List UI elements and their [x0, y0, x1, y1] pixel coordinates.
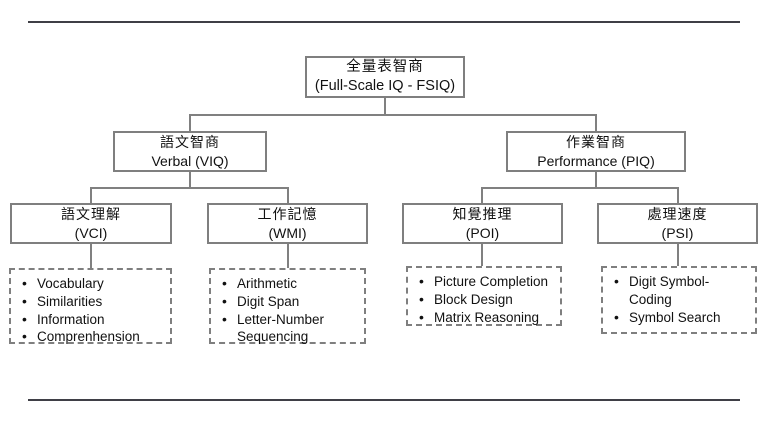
subtest-item: Comprenhension	[17, 327, 166, 346]
subtest-item: Similarities	[17, 292, 166, 311]
subtest-item: Letter-Number Sequencing	[217, 310, 360, 347]
subtest-list-wmi-items: Arithmetic Digit Span Letter-Number Sequ…	[217, 274, 360, 347]
node-performance-iq: 作業智商 Performance (PIQ)	[506, 131, 686, 172]
subtest-list-wmi: Arithmetic Digit Span Letter-Number Sequ…	[209, 268, 366, 344]
connector-wmi-to-list	[287, 244, 289, 268]
node-wmi-title-en: (WMI)	[268, 224, 307, 241]
node-full-scale-iq: 全量表智商 (Full-Scale IQ - FSIQ)	[305, 56, 465, 98]
subtest-item: Picture Completion	[414, 272, 556, 291]
subtest-list-poi: Picture Completion Block Design Matrix R…	[406, 266, 562, 326]
top-divider-line	[28, 21, 740, 23]
node-psi-title-zh: 處理速度	[647, 206, 708, 223]
subtest-list-vci: Vocabulary Similarities Information Comp…	[9, 268, 172, 346]
node-psi-title-en: (PSI)	[661, 224, 694, 241]
connector-drop-poi	[481, 187, 483, 203]
node-verbal-iq-title-zh: 語文智商	[160, 134, 220, 151]
node-poi-title-zh: 知覺推理	[452, 206, 513, 223]
subtest-item: Digit Span	[217, 292, 360, 311]
node-verbal-iq: 語文智商 Verbal (VIQ)	[113, 131, 267, 172]
connector-piq-stem	[595, 172, 597, 188]
connector-viq-crossbar	[90, 187, 289, 189]
node-vci-title-en: (VCI)	[74, 224, 108, 241]
connector-fsiq-stem	[384, 98, 386, 116]
subtest-list-poi-items: Picture Completion Block Design Matrix R…	[414, 272, 556, 327]
subtest-item: Arithmetic	[217, 274, 360, 293]
subtest-item: Digit Symbol-Coding	[609, 272, 751, 309]
node-performance-iq-title-zh: 作業智商	[566, 134, 626, 151]
subtest-list-vci-items: Vocabulary Similarities Information Comp…	[17, 274, 166, 346]
subtest-item: Matrix Reasoning	[414, 308, 556, 327]
node-verbal-comprehension-index: 語文理解 (VCI)	[10, 203, 172, 244]
node-full-scale-iq-title-en: (Full-Scale IQ - FSIQ)	[314, 78, 456, 94]
node-vci-title-zh: 語文理解	[61, 206, 121, 223]
subtest-item: Symbol Search	[609, 308, 751, 327]
connector-vci-to-list	[90, 244, 92, 268]
node-perceptual-organization-index: 知覺推理 (POI)	[402, 203, 563, 244]
connector-psi-to-list	[677, 244, 679, 266]
node-verbal-iq-title-en: Verbal (VIQ)	[151, 152, 229, 169]
connector-piq-crossbar	[481, 187, 679, 189]
node-full-scale-iq-title-zh: 全量表智商	[346, 58, 424, 75]
connector-drop-viq	[189, 114, 191, 131]
node-working-memory-index: 工作記憶 (WMI)	[207, 203, 368, 244]
node-performance-iq-title-en: Performance (PIQ)	[537, 152, 655, 169]
connector-fsiq-crossbar	[189, 114, 597, 116]
connector-drop-piq	[595, 114, 597, 131]
connector-drop-psi	[677, 187, 679, 203]
subtest-list-psi-items: Digit Symbol-Coding Symbol Search	[609, 272, 751, 327]
node-wmi-title-zh: 工作記憶	[257, 206, 318, 223]
node-processing-speed-index: 處理速度 (PSI)	[597, 203, 758, 244]
node-poi-title-en: (POI)	[465, 224, 500, 241]
subtest-item: Vocabulary	[17, 274, 166, 293]
connector-viq-stem	[189, 172, 191, 188]
subtest-list-psi: Digit Symbol-Coding Symbol Search	[601, 266, 757, 334]
connector-drop-vci	[90, 187, 92, 203]
connector-poi-to-list	[481, 244, 483, 266]
bottom-divider-line	[28, 399, 740, 401]
subtest-item: Information	[17, 310, 166, 329]
connector-drop-wmi	[287, 187, 289, 203]
subtest-item: Block Design	[414, 290, 556, 309]
